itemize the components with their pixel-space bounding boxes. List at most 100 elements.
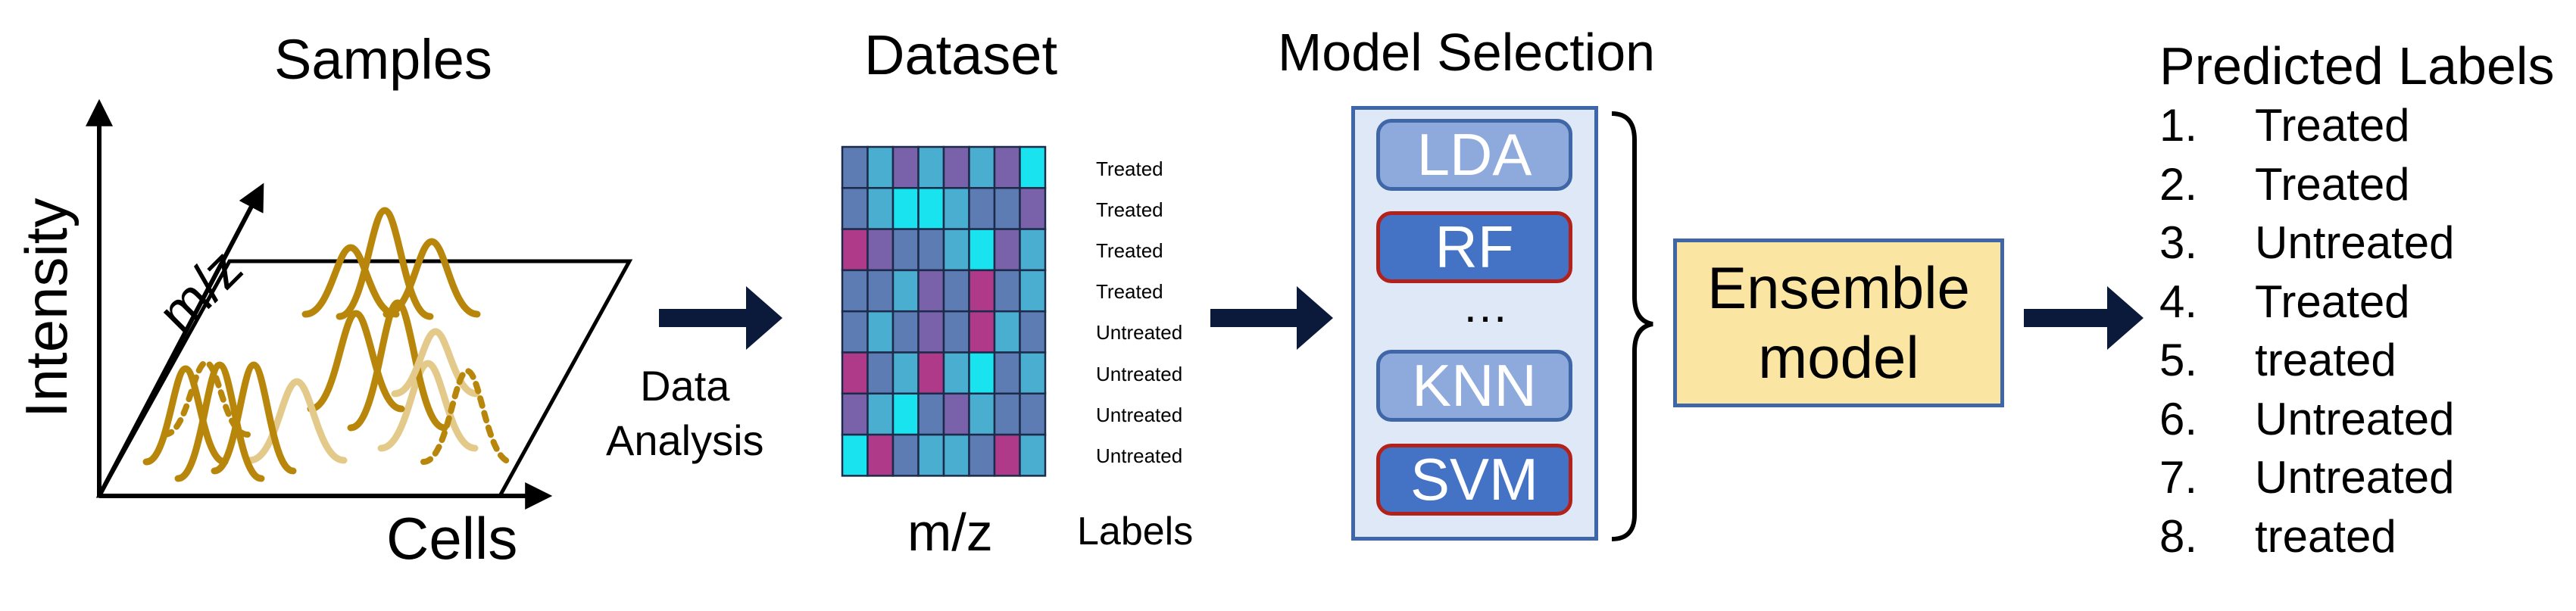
prediction-number: 1. <box>2159 100 2198 151</box>
spectrum-peak <box>161 359 251 438</box>
heatmap-cell <box>917 269 945 313</box>
heatmap-cell <box>841 269 869 313</box>
prediction-label: treated <box>2255 510 2396 562</box>
heatmap-cell <box>841 228 869 272</box>
dataset-heatmap <box>841 145 1047 477</box>
prediction-number: 2. <box>2159 158 2198 210</box>
heatmap-cell <box>993 392 1021 436</box>
list-item: 8. treated <box>2159 510 2455 573</box>
heatmap-cell <box>841 433 869 477</box>
heatmap-cell <box>1019 145 1047 189</box>
heatmap-cell <box>1019 187 1047 230</box>
row-label: Treated <box>1096 198 1163 221</box>
heatmap-cell <box>866 187 895 230</box>
prediction-label: treated <box>2255 335 2396 385</box>
data-analysis-line: Data <box>640 362 730 410</box>
heatmap-cell <box>891 145 920 189</box>
heatmap-cell <box>866 392 895 436</box>
heatmap-cell <box>968 351 996 395</box>
prediction-label: Treated <box>2255 158 2410 210</box>
samples-title: Samples <box>274 28 492 91</box>
spectrum-peak <box>420 367 514 465</box>
row-label: Untreated <box>1096 363 1183 385</box>
prediction-label: Untreated <box>2255 452 2455 503</box>
heatmap-cell <box>968 433 996 477</box>
row-label: Untreated <box>1096 404 1183 426</box>
spectrum-peak <box>301 244 400 318</box>
prediction-number: 3. <box>2159 217 2198 268</box>
heatmap-cell <box>891 351 920 395</box>
spectrum-peak <box>307 310 405 413</box>
flow-arrows <box>659 286 2144 350</box>
models-brace <box>1611 111 1653 541</box>
model-svm: SVM <box>1376 444 1572 516</box>
spectra-peaks <box>142 207 514 482</box>
list-item: 1. Treated <box>2159 103 2455 162</box>
prediction-label: Untreated <box>2255 393 2455 444</box>
heatmap-cell <box>993 145 1021 189</box>
row-label: Untreated <box>1096 321 1183 344</box>
heatmap-cell <box>942 187 970 230</box>
heatmap-cell <box>917 145 945 189</box>
row-label: Treated <box>1096 239 1163 262</box>
heatmap-cell <box>917 187 945 230</box>
spectrum-peak <box>347 299 448 432</box>
heatmap-cell <box>891 269 920 313</box>
heatmap-cell <box>942 351 970 395</box>
heatmap-cell <box>1019 269 1047 313</box>
predicted-labels-title: Predicted Labels <box>2159 36 2555 95</box>
heatmap-cell <box>993 187 1021 230</box>
heatmap-cell <box>866 228 895 272</box>
intensity-axis-label: Intensity <box>13 198 80 418</box>
list-item: 6.Untreated <box>2159 393 2455 456</box>
spectrum-peak <box>246 378 348 464</box>
heatmap-cell <box>866 145 895 189</box>
heatmap-cell <box>968 187 996 230</box>
prediction-number: 7. <box>2159 452 2198 503</box>
ensemble-model-box: Ensemble model <box>1673 238 2004 407</box>
heatmap-cell <box>993 433 1021 477</box>
heatmap-cell <box>866 433 895 477</box>
prediction-label: Untreated <box>2255 217 2455 268</box>
heatmap-cell <box>993 310 1021 354</box>
model-lda: LDA <box>1376 119 1572 191</box>
heatmap-cell <box>942 228 970 272</box>
arrow-icon <box>1210 286 1333 350</box>
spectrum-peak <box>382 238 481 318</box>
mz-axis <box>97 182 264 497</box>
heatmap-cell <box>993 351 1021 395</box>
list-item: 4.Treated <box>2159 279 2455 338</box>
heatmap-cell <box>866 310 895 354</box>
heatmap-cell <box>891 310 920 354</box>
heatmap-cell <box>917 433 945 477</box>
heatmap-cell <box>1019 392 1047 436</box>
heatmap-cell <box>841 310 869 354</box>
arrow-icon <box>2024 286 2144 350</box>
heatmap-cell <box>917 392 945 436</box>
heatmap-cell <box>891 433 920 477</box>
data-analysis-line: Analysis <box>606 416 764 464</box>
dataset-x-label: m/z <box>907 503 993 562</box>
arrow-icon <box>659 286 782 350</box>
list-item: 2. Treated <box>2159 158 2455 221</box>
heatmap-cell <box>993 269 1021 313</box>
heatmap-cell <box>968 310 996 354</box>
heatmap-cell <box>968 228 996 272</box>
prediction-number: 8. <box>2159 510 2198 562</box>
prediction-label: Treated <box>2255 100 2410 151</box>
heatmap-cell <box>866 269 895 313</box>
heatmap-cell <box>1019 433 1047 477</box>
dataset-labels-header: Labels <box>1077 510 1194 553</box>
list-item: 7. Untreated <box>2159 455 2455 514</box>
model-knn: KNN <box>1376 350 1572 422</box>
heatmap-cell <box>942 433 970 477</box>
heatmap-cell <box>1019 351 1047 395</box>
heatmap-cell <box>1019 228 1047 272</box>
heatmap-cell <box>993 228 1021 272</box>
heatmap-cell <box>917 310 945 354</box>
heatmap-cell <box>841 145 869 189</box>
spectrum-peak <box>211 361 297 475</box>
model-selection-title: Model Selection <box>1278 23 1656 82</box>
